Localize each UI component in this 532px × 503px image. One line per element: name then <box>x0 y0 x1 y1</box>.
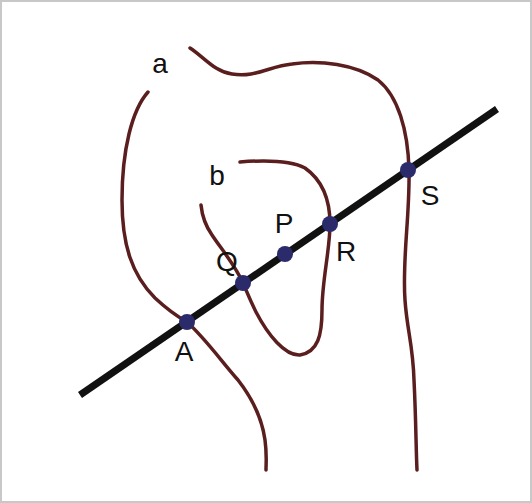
point-label: P <box>275 210 294 238</box>
point-dot <box>179 314 195 330</box>
outer-curve-a <box>122 92 266 470</box>
point-dot <box>277 246 293 262</box>
point-dot <box>235 275 251 291</box>
point-label: Q <box>216 248 238 276</box>
straight-line <box>80 109 497 395</box>
point-label: S <box>421 182 440 210</box>
point-label: b <box>209 162 225 190</box>
point-label: A <box>175 338 194 366</box>
point-label: R <box>336 238 356 266</box>
point-dots <box>179 162 416 330</box>
point-label: a <box>152 50 168 78</box>
inner-curve-b <box>201 161 330 355</box>
outer-curve-a <box>190 48 417 470</box>
point-dot <box>400 162 416 178</box>
point-dot <box>322 216 338 232</box>
